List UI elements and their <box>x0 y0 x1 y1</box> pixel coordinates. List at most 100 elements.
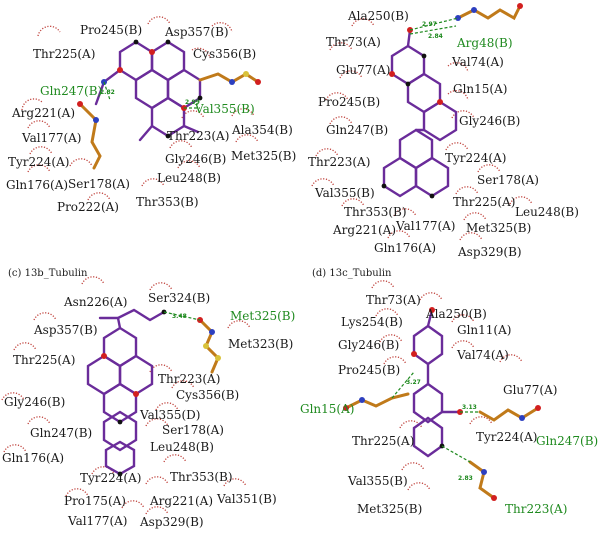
residue-label: Tyr224(A) <box>80 471 141 485</box>
residue-label: Gln176(A) <box>6 178 68 192</box>
residue-label: Val177(A) <box>395 219 456 233</box>
hydrophobic-arc <box>169 140 193 149</box>
residue-label: Thr225(A) <box>352 434 414 448</box>
residue-sticks <box>198 72 260 84</box>
hbond-distance: 3.13 <box>462 404 477 411</box>
residue-label: Asp329(B) <box>457 245 522 259</box>
residue-label: Arg221(A) <box>11 106 75 120</box>
hydrophobic-arc <box>341 198 365 207</box>
residue-label: Glu77(A) <box>336 63 390 77</box>
hydrophobic-arc <box>27 164 51 173</box>
hbond-distance: 3.27 <box>406 379 421 386</box>
hydrophobic-arc <box>69 158 93 167</box>
panel-caption: (d) 13c_Tubulin <box>312 268 392 279</box>
hbond-residue-label: Gln247(B) <box>40 84 102 98</box>
hydrophobic-arc <box>447 62 469 73</box>
residue-label: Gln247(B) <box>30 426 92 440</box>
panel-c: 3.48 Asn226(A) Ser324(B) Met325(B) Asp35… <box>1 276 295 529</box>
residue-label: Gln11(A) <box>457 323 511 337</box>
residue-label: Tyr224(A) <box>445 151 506 165</box>
residue-label: Ser324(B) <box>148 291 210 305</box>
hbond-residue-label: Met325(B) <box>230 309 295 323</box>
hbond-distance: 2.99 <box>185 99 200 106</box>
hydrophobic-arc <box>383 356 407 365</box>
residue-label: Thr223(A) <box>158 372 220 386</box>
residue-label: Met325(B) <box>231 149 296 163</box>
hydrophobic-arc <box>351 18 375 27</box>
hydrophobic-arc <box>329 42 353 51</box>
residue-label: Gly246(B) <box>459 114 520 128</box>
residue-label: Thr353(B) <box>136 195 199 209</box>
residue-label: Asn226(A) <box>63 295 128 309</box>
hydrophobic-arc <box>311 178 335 187</box>
ligand-molecule <box>86 308 166 476</box>
panel-b: 2.97 2.84 Ala250(B) Thr73(A) Arg48(B) Gl… <box>308 3 579 259</box>
residue-label: Ser178(A) <box>68 177 130 191</box>
hydrophobic-arc <box>29 146 53 155</box>
residue-label: Thr73(A) <box>366 293 421 307</box>
hydrophobic-arc <box>227 320 251 329</box>
residue-label: Thr223(A) <box>167 129 229 143</box>
residue-label: Cys356(B) <box>176 388 239 402</box>
hydrophobic-arc <box>13 342 37 351</box>
residue-label: Pro245(B) <box>318 95 380 109</box>
residue-label: Val74(A) <box>451 55 504 69</box>
hydrophobic-arc <box>339 70 363 79</box>
hydrophobic-arc <box>141 178 165 187</box>
residue-label: Gln15(A) <box>453 82 507 96</box>
hydrophobic-arc <box>407 482 431 491</box>
hbond-residue-label: Gln15(A) <box>300 402 354 416</box>
residue-label: Leu248(B) <box>150 440 214 454</box>
hydrophobic-arc <box>149 364 173 373</box>
residue-label: Arg221(A) <box>149 494 213 508</box>
residue-label: Val177(A) <box>21 131 82 145</box>
hydrophobic-arc <box>375 308 399 317</box>
residue-label: Asp357(B) <box>164 25 229 39</box>
hydrophobic-arc <box>387 230 411 239</box>
residue-label: Gly246(B) <box>165 152 226 166</box>
residue-label: Gln247(B) <box>326 123 388 137</box>
residue-label: Val351(B) <box>216 492 277 506</box>
hydrophobic-arc <box>459 232 483 241</box>
hydrophobic-arc <box>33 312 57 321</box>
hydrophobic-arc <box>37 25 61 37</box>
hydrophobic-arc <box>401 462 425 471</box>
residue-label: Arg221(A) <box>332 223 396 237</box>
hydrophobic-arc <box>393 208 417 217</box>
residue-label: Pro222(A) <box>57 200 119 214</box>
hydrophobic-arc <box>499 354 523 363</box>
ligand-molecule <box>382 28 458 198</box>
residue-label: Met325(B) <box>357 502 422 516</box>
hydrophobic-arc <box>155 402 179 411</box>
residue-label: Pro245(B) <box>80 23 142 37</box>
hydrophobic-arc <box>451 340 475 349</box>
residue-label: Asp329(B) <box>139 515 204 529</box>
hydrophobic-arc <box>177 160 201 169</box>
residue-label: Lys254(B) <box>341 315 403 329</box>
hydrophobic-arc <box>145 418 169 427</box>
residue-label: Val74(A) <box>456 348 509 362</box>
panel-a: 2.82 2.99 Pro245(B) Asp357(B) Thr225(A) … <box>6 16 296 214</box>
residue-label: Thr73(A) <box>326 35 381 49</box>
residue-label: Pro245(B) <box>338 363 400 377</box>
residue-label: Gln176(A) <box>2 451 64 465</box>
hydrophobic-arc <box>315 148 339 157</box>
hydrophobic-arc <box>231 108 255 117</box>
hydrophobic-arc <box>455 186 479 195</box>
hydrophobic-arc <box>3 444 27 453</box>
residue-label: Thr225(A) <box>13 353 75 367</box>
residue-sticks <box>344 392 410 410</box>
hydrophobic-arc <box>191 47 211 59</box>
residue-sticks <box>478 406 540 422</box>
residue-label: Tyr224(A) <box>8 155 69 169</box>
hbond-residue-label: Gln247(B) <box>536 434 598 448</box>
hydrophobic-arc <box>65 488 89 497</box>
residue-label: Ala354(B) <box>231 123 293 137</box>
hydrophobic-arc <box>87 192 111 201</box>
residue-label: Leu248(B) <box>157 171 221 185</box>
hydrophobic-arc <box>27 416 51 425</box>
residue-label: Glu77(A) <box>503 383 557 397</box>
residue-label: Val355(D) <box>139 408 200 422</box>
residue-label: Ala250(B) <box>347 9 409 23</box>
